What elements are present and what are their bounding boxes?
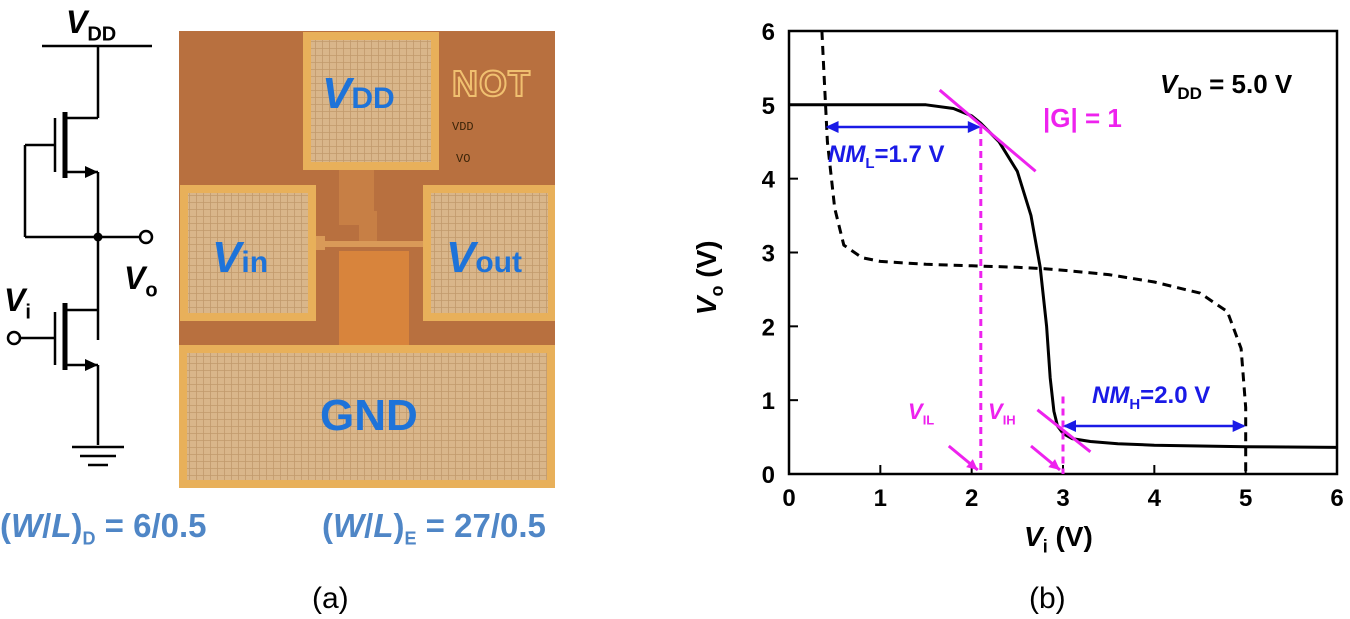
vih-pointer-head bbox=[1048, 459, 1060, 470]
vtc-chart: 0 1 2 3 4 5 6 0 1 2 3 4 5 6 bbox=[762, 19, 1344, 512]
inverter-schematic bbox=[6, 44, 154, 467]
pad-vdd-label: VDD bbox=[322, 69, 395, 118]
x-tick-label: 3 bbox=[1056, 485, 1069, 512]
x-tick-label: 0 bbox=[782, 485, 795, 512]
pad-vin-label: Vin bbox=[212, 233, 269, 282]
tangent-lower bbox=[1036, 408, 1092, 454]
y-tick-label: 5 bbox=[762, 93, 775, 120]
x-tick-label: 1 bbox=[874, 485, 887, 512]
chip-micrograph bbox=[179, 31, 555, 488]
pad-vout bbox=[423, 185, 555, 321]
nmh-arrow-head-left bbox=[1063, 420, 1076, 433]
nmh-arrow-head-right bbox=[1232, 420, 1246, 433]
ratio-depletion: (W/L)D = 6/0.5 bbox=[0, 507, 207, 549]
x-tick-label: 4 bbox=[1148, 485, 1162, 512]
y-tick-label: 6 bbox=[762, 19, 775, 46]
nml-arrow-head-left bbox=[825, 120, 839, 133]
pad-gnd bbox=[179, 345, 555, 488]
x-tick-label: 5 bbox=[1239, 485, 1252, 512]
pad-vin bbox=[180, 185, 316, 321]
vo-label: Vo bbox=[124, 260, 158, 302]
y-tick-label: 3 bbox=[762, 241, 775, 268]
x-axis-label: Vi (V) bbox=[1024, 521, 1093, 557]
input-terminal bbox=[6, 330, 22, 346]
nml-annotation: NML=1.7 V bbox=[828, 141, 945, 172]
vil-pointer-head bbox=[966, 459, 978, 470]
tangent-upper bbox=[938, 88, 1037, 173]
x-tick-label: 6 bbox=[1330, 485, 1343, 512]
vdd-label: VDD bbox=[66, 4, 117, 46]
vi-label: Vi bbox=[4, 282, 31, 324]
gain-annotation: |G| = 1 bbox=[1043, 103, 1122, 133]
vtc-mirror-curve bbox=[820, 30, 1248, 474]
chip-small-label-vo: VO bbox=[456, 152, 471, 166]
nml-arrow-head-right bbox=[967, 120, 981, 133]
pad-vdd bbox=[303, 32, 439, 170]
vdd-annotation: VDD = 5.0 V bbox=[1160, 69, 1293, 104]
chip-logo-not: NOT bbox=[451, 62, 531, 105]
y-tick-label: 0 bbox=[762, 462, 775, 489]
vih-annotation: VIH bbox=[988, 399, 1016, 428]
vtc-curve bbox=[789, 103, 1338, 449]
y-tick-label: 2 bbox=[762, 314, 775, 341]
ratio-enhancement: (W/L)E = 27/0.5 bbox=[322, 507, 546, 549]
nmh-annotation: NMH=2.0 V bbox=[1092, 382, 1211, 413]
x-tick-label: 2 bbox=[965, 485, 978, 512]
vil-annotation: VIL bbox=[908, 399, 935, 428]
output-terminal bbox=[138, 229, 154, 245]
chip-small-label-vdd: VDD bbox=[452, 120, 474, 134]
y-tick-label: 1 bbox=[762, 388, 775, 415]
panel-a-label: (a) bbox=[312, 582, 349, 615]
y-axis-label: Vo (V) bbox=[691, 240, 727, 316]
y-tick-label: 4 bbox=[762, 167, 776, 194]
panel-b-label: (b) bbox=[1029, 582, 1066, 615]
pad-gnd-label: GND bbox=[320, 391, 418, 440]
pad-vout-label: Vout bbox=[446, 233, 522, 282]
